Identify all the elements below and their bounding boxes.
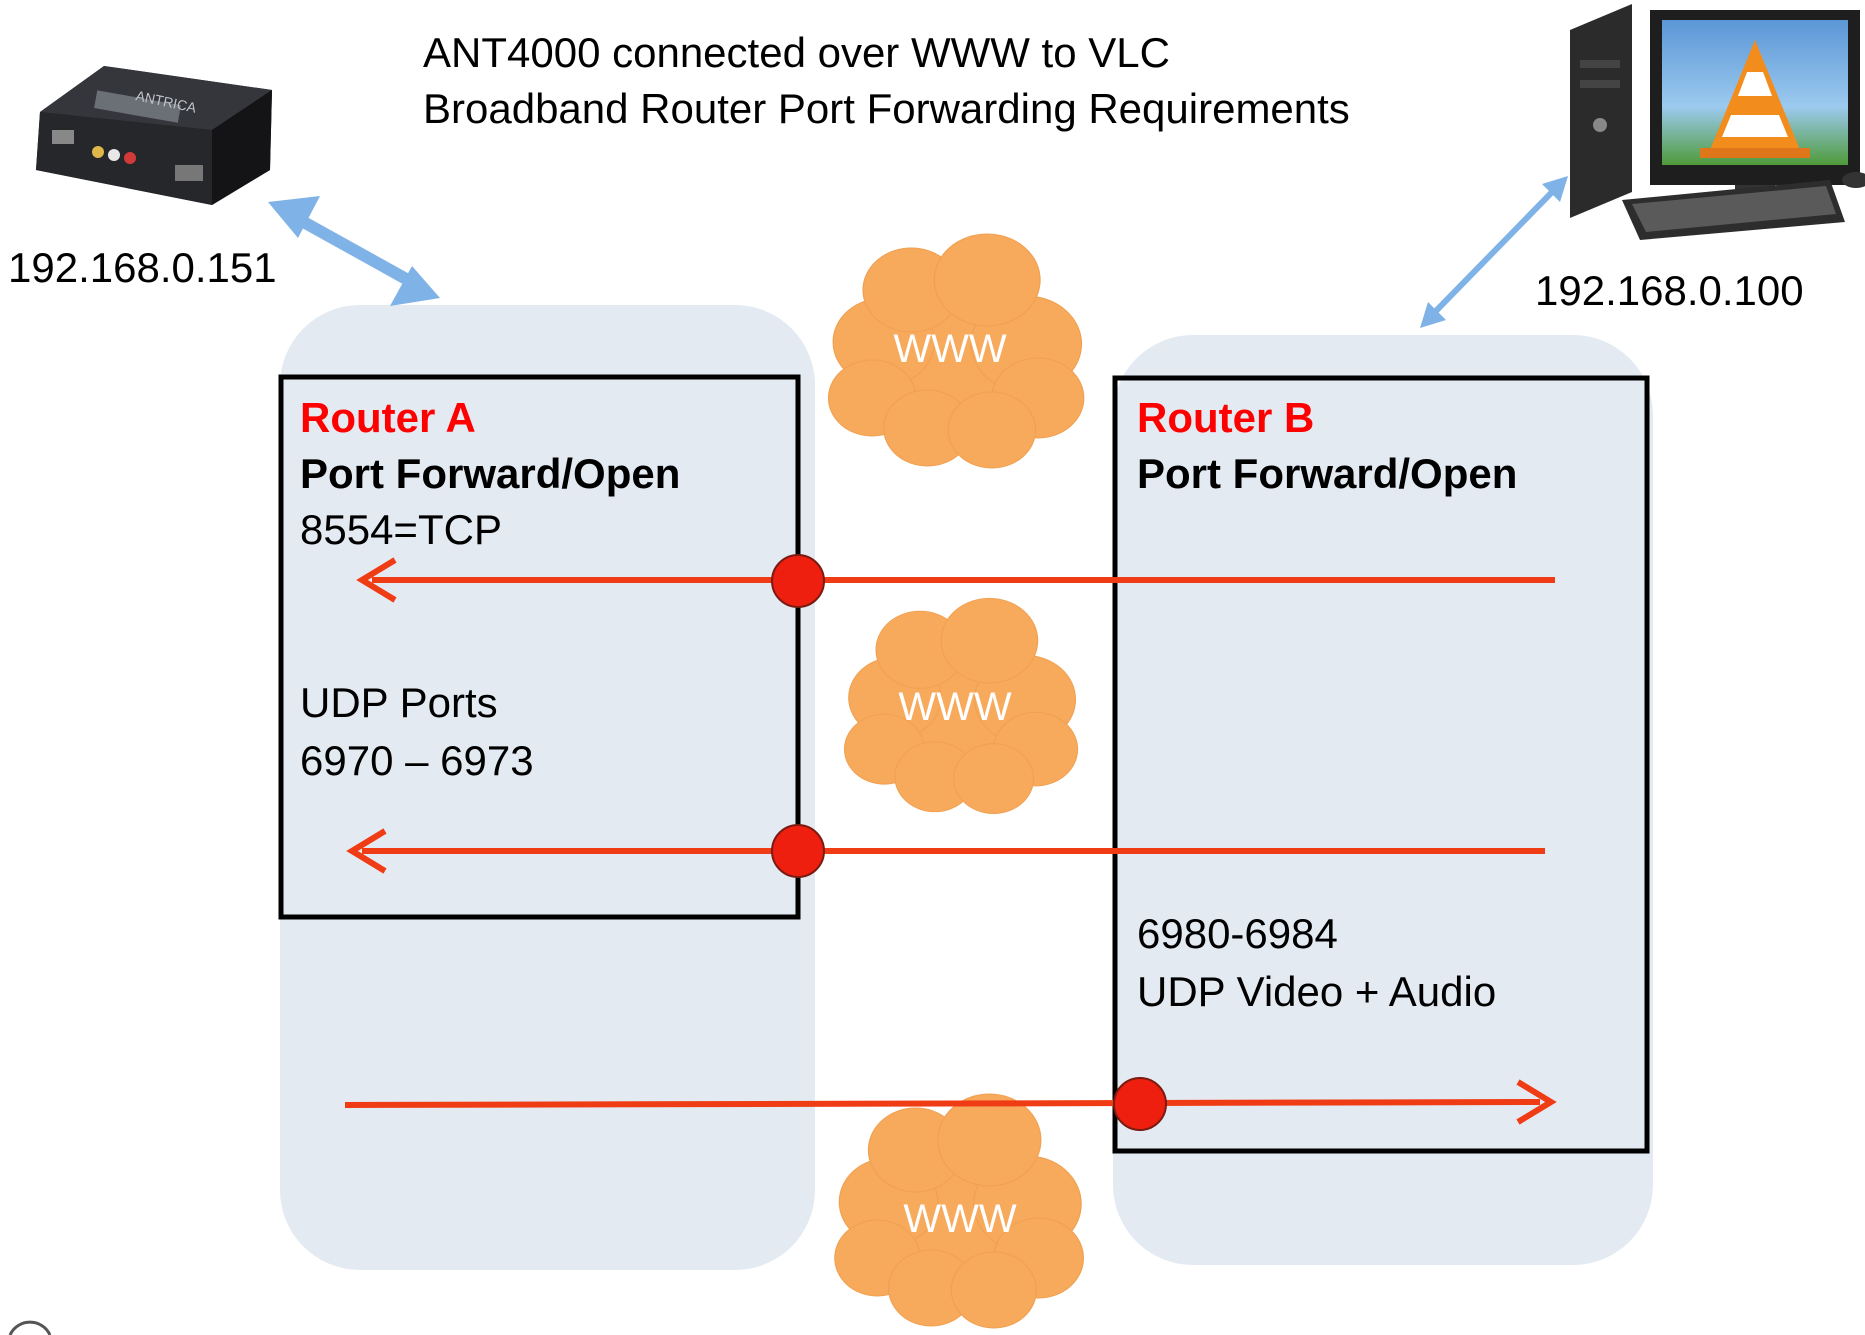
- zone-b-background: [1113, 335, 1653, 1265]
- tcp-port-marker: [771, 554, 825, 608]
- router-a-udp-range: 6970 – 6973: [300, 737, 534, 784]
- udp-b-port-marker: [1113, 1077, 1167, 1131]
- www-cloud-middle: WWW: [843, 597, 1079, 815]
- udp-return-arrow: [346, 824, 1545, 878]
- router-a-udp-label: UDP Ports: [300, 679, 498, 726]
- router-b-name: Router B: [1137, 394, 1314, 441]
- router-a-heading: Port Forward/Open: [300, 450, 680, 497]
- router-b-udp-range: 6980-6984: [1137, 910, 1338, 957]
- title-line2: Broadband Router Port Forwarding Require…: [423, 85, 1350, 132]
- vlc-computer-icon: [1570, 4, 1865, 240]
- router-a-box: [278, 374, 801, 920]
- www-cloud-top: WWW: [827, 233, 1085, 469]
- www-cloud-bottom-label: WWW: [903, 1197, 1017, 1241]
- zone-a-background: [280, 305, 815, 1270]
- router-b-udp-desc: UDP Video + Audio: [1137, 968, 1496, 1015]
- www-cloud-top-label: WWW: [893, 327, 1007, 371]
- router-a-tcp-port: 8554=TCP: [300, 506, 502, 553]
- encoder-link-arrow: [268, 196, 440, 306]
- udp-a-port-marker: [771, 824, 825, 878]
- encoder-ip: 192.168.0.151: [8, 244, 277, 291]
- router-b-box: [1112, 375, 1650, 1154]
- udp-video-audio-arrow: [344, 1077, 1557, 1131]
- computer-ip: 192.168.0.100: [1535, 267, 1804, 314]
- title-line1: ANT4000 connected over WWW to VLC: [423, 29, 1170, 76]
- www-cloud-bottom: WWW: [834, 1093, 1084, 1329]
- router-b-heading: Port Forward/Open: [1137, 450, 1517, 497]
- video-encoder-icon: ANTRICA: [36, 66, 272, 205]
- computer-link-arrow: [1420, 176, 1568, 328]
- router-a-name: Router A: [300, 394, 476, 441]
- www-cloud-middle-label: WWW: [898, 685, 1012, 729]
- corner-logo-fragment: [8, 1320, 52, 1335]
- tcp-arrow: [356, 554, 1555, 608]
